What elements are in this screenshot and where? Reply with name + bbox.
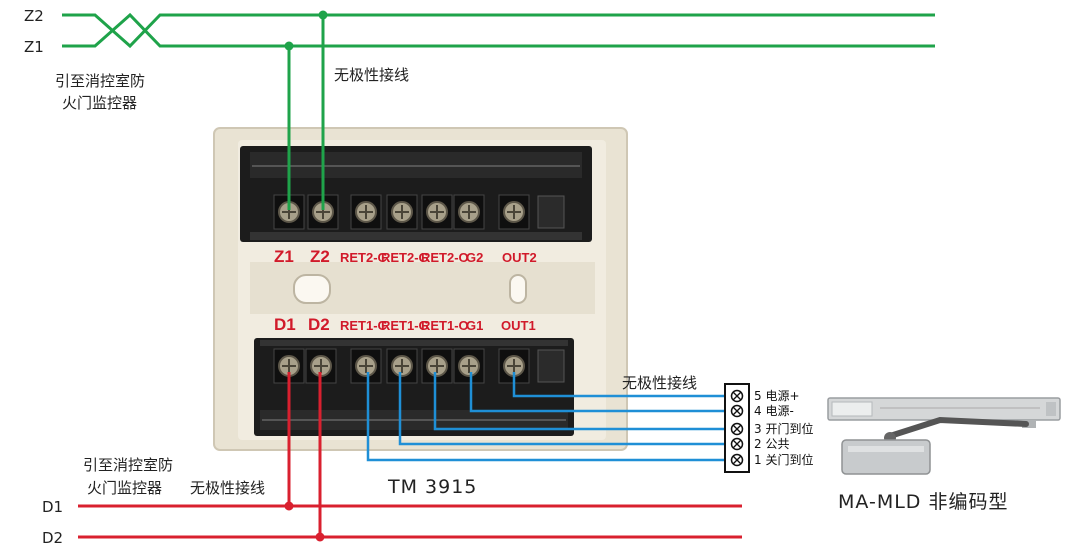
terminal-block-label: 4 电源- [754, 404, 794, 418]
bottom-terminal-screw [453, 348, 485, 384]
terminal-block-screw [730, 389, 744, 403]
module-model-label: TM 3915 [387, 476, 477, 498]
junction-dot [284, 501, 294, 511]
bottom-terminal-label: RET1-C [340, 318, 388, 333]
terminal-block-screw [730, 437, 744, 451]
bottom-nonpolar-note: 无极性接线 [190, 479, 265, 497]
terminal-block-label: 5 电源+ [754, 389, 800, 403]
terminal-block-screw [730, 404, 744, 418]
door-closer-device [827, 397, 1061, 475]
bottom-terminal-label: D2 [308, 315, 330, 334]
top-terminal-screw [386, 194, 418, 230]
bottom-terminal-label: G1 [466, 318, 483, 333]
top-terminal-label: RET2-C [340, 250, 388, 265]
junction-dot [284, 41, 294, 51]
top-terminal-screw [307, 194, 339, 230]
terminal-block-screw [730, 453, 744, 467]
d-bus-wires [78, 372, 742, 539]
top-terminal-label: G2 [466, 250, 483, 265]
bottom-terminal-label: D1 [274, 315, 296, 334]
top-terminal-screw [421, 194, 453, 230]
bottom-terminal-screw [350, 348, 382, 384]
blue-wires [366, 372, 734, 462]
terminal-block-screw [730, 422, 744, 436]
top-terminal-blank [537, 195, 565, 229]
top-terminal-strip [240, 146, 592, 242]
right-nonpolar-note: 无极性接线 [622, 374, 697, 392]
junction-dot [315, 532, 325, 542]
z-bus-wires [62, 12, 935, 210]
top-lead-note-line2: 火门监控器 [62, 94, 137, 112]
top-terminal-label: OUT2 [502, 250, 537, 265]
d1-label: D1 [42, 498, 63, 516]
top-terminal-label: RET2-G [381, 250, 429, 265]
top-terminal-label: Z2 [310, 247, 330, 266]
top-terminal-screw [350, 194, 382, 230]
junction-dot [318, 10, 328, 20]
top-terminal-label: RET2-O [421, 250, 469, 265]
top-terminal-labels: Z1 Z2 RET2-C RET2-G RET2-O G2 OUT2 [274, 247, 537, 266]
bottom-terminal-screw [421, 348, 453, 384]
bottom-terminal-labels: D1 D2 RET1-C RET1-G RET1-O G1 OUT1 [274, 315, 536, 334]
top-terminal-screw [498, 194, 530, 230]
bottom-terminal-blank [537, 349, 565, 383]
bottom-terminal-label: RET1-O [421, 318, 469, 333]
top-lead-note-line1: 引至消控室防 [55, 72, 145, 90]
terminal-block-label: 3 开门到位 [754, 421, 813, 436]
top-terminal-screw [453, 194, 485, 230]
d2-label: D2 [42, 529, 63, 547]
bottom-lead-note-line2: 火门监控器 [87, 479, 162, 497]
bottom-terminal-screw [498, 348, 530, 384]
terminal-block-label: 2 公共 [754, 437, 789, 451]
bottom-lead-note-line1: 引至消控室防 [83, 456, 173, 474]
terminal-block-label: 1 关门到位 [754, 452, 813, 467]
bottom-terminal-strip [254, 338, 574, 436]
bottom-terminal-label: OUT1 [501, 318, 536, 333]
z2-label: Z2 [24, 7, 44, 25]
door-closer-terminal-block: 5 电源+ 4 电源- 3 开门到位 2 公共 1 关门到位 [724, 383, 813, 473]
mount-slot-left [293, 274, 331, 304]
top-terminal-label: Z1 [274, 247, 294, 266]
bottom-terminal-label: RET1-G [381, 318, 429, 333]
mount-slot-right [509, 274, 527, 304]
device-name-label: MA-MLD 非编码型 [838, 491, 1008, 513]
top-nonpolar-note: 无极性接线 [334, 66, 409, 84]
z1-label: Z1 [24, 38, 44, 56]
bottom-terminal-screw [386, 348, 418, 384]
